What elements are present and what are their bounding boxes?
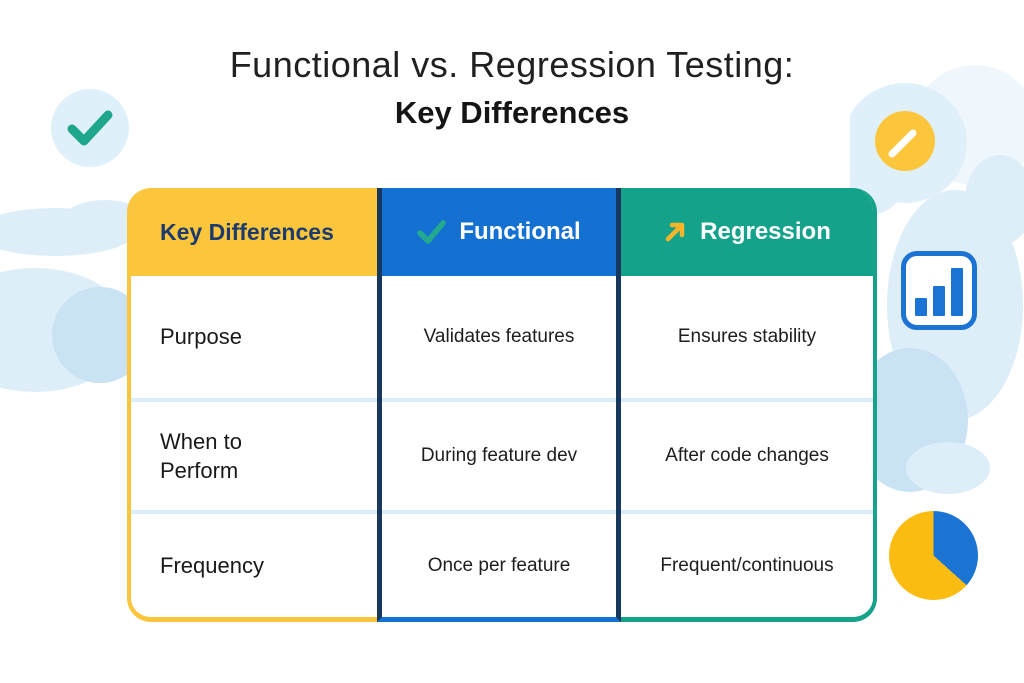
cell-regression-when: After code changes <box>621 398 873 510</box>
column-functional: Functional Validates features During fea… <box>377 188 621 622</box>
clouds-decoration <box>0 200 135 392</box>
check-icon <box>417 220 447 244</box>
check-badge-icon <box>64 108 116 148</box>
page-title: Functional vs. Regression Testing: Key D… <box>0 44 1024 131</box>
cell-regression-frequency: Frequent/continuous <box>621 510 873 617</box>
pencil-badge-icon <box>875 111 935 171</box>
header-label: Functional <box>459 218 581 245</box>
row-label-purpose: Purpose <box>131 276 377 398</box>
bar-medium <box>933 286 945 316</box>
header-label: Key Differences <box>160 218 334 245</box>
check-badge <box>51 89 129 167</box>
bar-chart-icon <box>901 251 977 330</box>
cell-regression-purpose: Ensures stability <box>621 276 873 398</box>
header-label: Regression <box>700 218 831 245</box>
pie-chart-icon <box>889 511 978 600</box>
bar-large <box>951 268 963 316</box>
arrow-up-right-icon <box>663 220 687 244</box>
pencil-badge <box>875 111 935 171</box>
cell-functional-frequency: Once per feature <box>382 510 616 617</box>
bar-small <box>915 298 927 316</box>
header-regression: Regression <box>621 188 873 276</box>
header-key-differences: Key Differences <box>131 188 377 276</box>
column-key-differences: Key Differences Purpose When to Perform … <box>127 188 377 622</box>
title-line-2: Key Differences <box>394 95 630 130</box>
column-regression: Regression Ensures stability After code … <box>621 188 877 622</box>
header-functional: Functional <box>382 188 616 276</box>
title-line-1: Functional vs. Regression Testing: <box>229 44 795 85</box>
comparison-table: Key Differences Purpose When to Perform … <box>127 188 877 622</box>
cell-functional-when: During feature dev <box>382 398 616 510</box>
row-label-frequency: Frequency <box>131 510 377 617</box>
row-label-when-to-perform: When to Perform <box>131 398 377 510</box>
cell-functional-purpose: Validates features <box>382 276 616 398</box>
